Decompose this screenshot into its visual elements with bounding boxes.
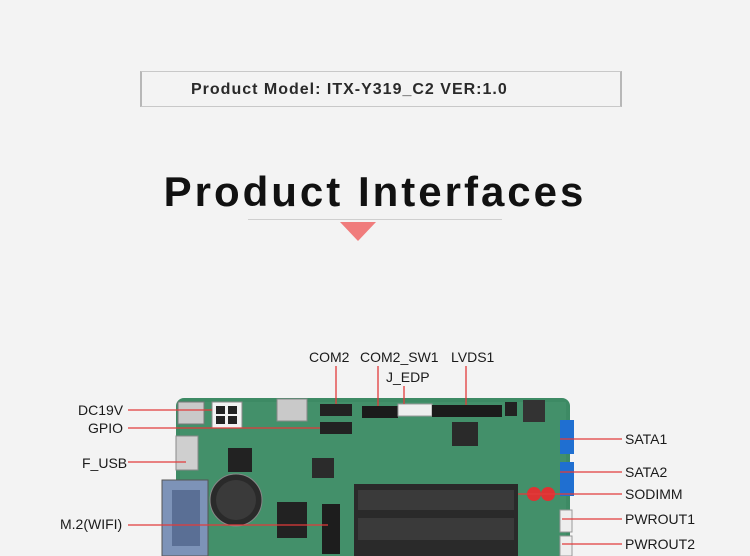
label-m2-wifi: M.2(WIFI)	[60, 516, 123, 532]
label-pwrout2: PWROUT2	[625, 536, 695, 552]
label-f-usb: F_USB	[82, 455, 128, 471]
leader-lines	[128, 366, 622, 545]
label-sodimm: SODIMM	[625, 486, 683, 502]
label-sata1: SATA1	[625, 431, 668, 447]
com2-sw1-header	[362, 406, 398, 418]
product-model-box: Product Model: ITX-Y319_C2 VER:1.0	[140, 71, 622, 107]
com2-header	[320, 404, 352, 416]
dc-jack	[177, 401, 205, 425]
gpio-header	[320, 422, 352, 434]
pwrout2-connector	[559, 535, 573, 556]
main-chip	[277, 502, 307, 538]
label-com2: COM2	[309, 349, 350, 365]
pwrout1-connector	[559, 509, 573, 533]
sata2-connector	[560, 462, 574, 496]
title-divider	[248, 219, 502, 220]
top-usb-port	[276, 398, 308, 422]
label-gpio: GPIO	[88, 420, 124, 436]
label-com2-sw1: COM2_SW1	[360, 349, 439, 365]
j-edp-connector	[397, 403, 433, 417]
product-model-text: Product Model: ITX-Y319_C2 VER:1.0	[191, 81, 508, 98]
label-sata2: SATA2	[625, 464, 668, 480]
label-j-edp: J_EDP	[386, 369, 430, 385]
title-triangle-marker	[340, 222, 376, 241]
section-title: Product Interfaces	[163, 168, 587, 215]
label-lvds1: LVDS1	[451, 349, 495, 365]
power-connector	[211, 401, 243, 429]
label-dc19v: DC19V	[78, 402, 124, 418]
label-pwrout1: PWROUT1	[625, 511, 695, 527]
sata1-connector	[560, 420, 574, 454]
lvds1-header	[432, 405, 502, 417]
m2-slot	[322, 504, 340, 554]
f-usb-port	[175, 435, 199, 471]
